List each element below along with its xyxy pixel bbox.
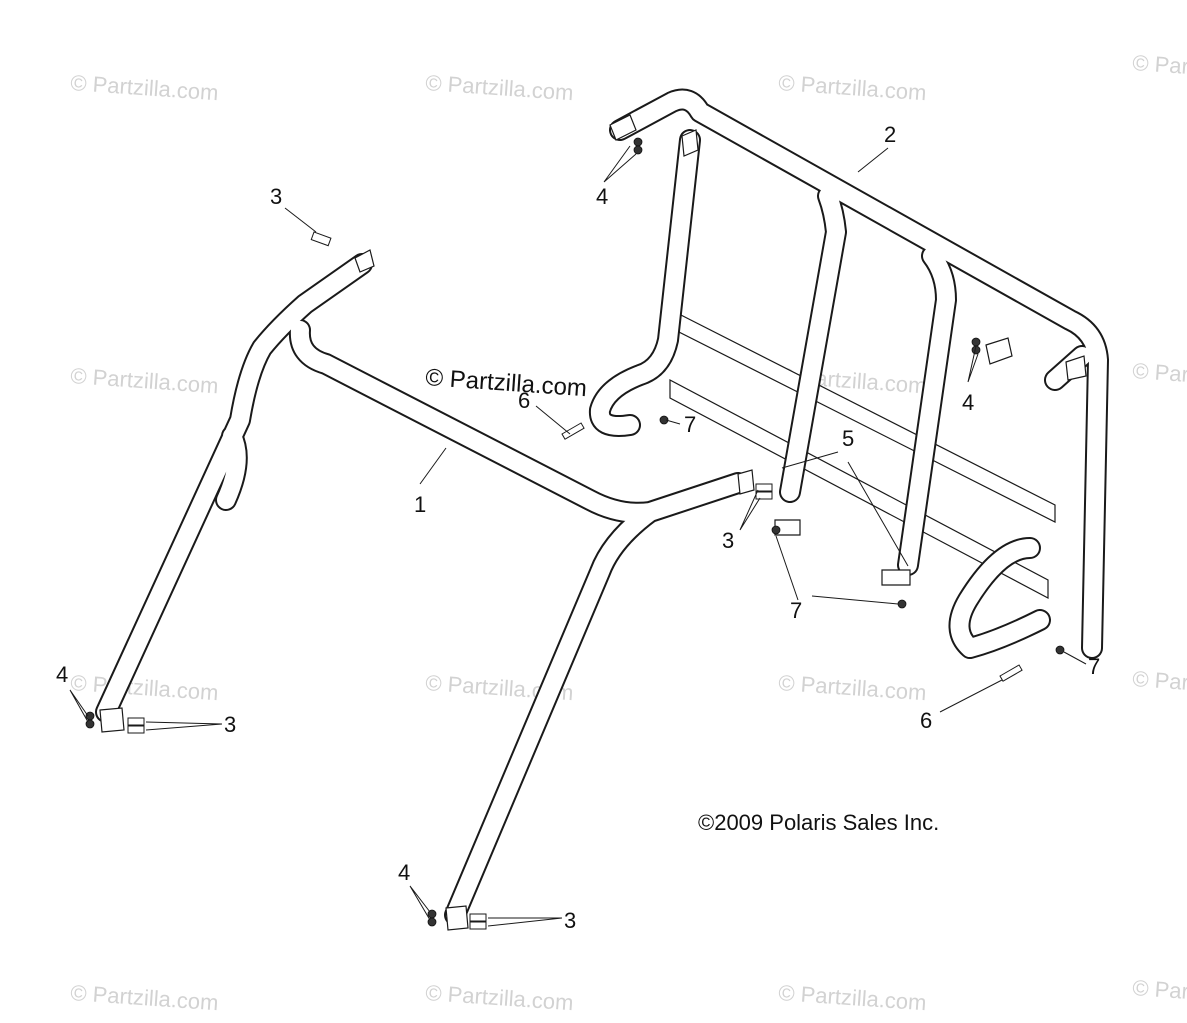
watermark: © Partzilla.com (425, 980, 575, 1015)
watermark: © Partzilla.com (70, 363, 220, 398)
bolt (755, 491, 773, 500)
callout-6: 6 (920, 708, 932, 733)
nut (85, 711, 95, 721)
watermark: © Partzilla.com (778, 70, 928, 105)
front-cage-feet (99, 249, 755, 931)
watermark: © Partzilla.com (70, 670, 220, 705)
callout-4: 4 (56, 662, 68, 687)
callout-3: 3 (270, 184, 282, 209)
bolt (310, 231, 332, 247)
leader-lines (69, 145, 1087, 927)
bolt (127, 717, 145, 726)
callout-3: 3 (564, 908, 576, 933)
callouts: 1 2 3 3 3 3 4 4 4 4 5 6 6 7 7 7 (56, 122, 1100, 933)
callout-2: 2 (884, 122, 896, 147)
nut (659, 415, 669, 425)
watermark: © Partzilla.com (70, 980, 220, 1015)
callout-7: 7 (790, 598, 802, 623)
callout-1: 1 (414, 492, 426, 517)
bolt (755, 483, 773, 492)
watermark: © Partzilla.com (778, 670, 928, 705)
nut (771, 525, 781, 535)
rear-cage-tubing (588, 88, 1109, 659)
callout-7: 7 (1088, 654, 1100, 679)
bolt-long (999, 664, 1023, 682)
bolt (127, 725, 145, 734)
front-cage-tubing (95, 253, 749, 926)
callout-6: 6 (518, 388, 530, 413)
rear-cage-assembly (588, 88, 1109, 659)
callout-7: 7 (684, 412, 696, 437)
callout-4: 4 (962, 390, 974, 415)
callout-4: 4 (596, 184, 608, 209)
callout-3: 3 (722, 528, 734, 553)
watermark: © Partzilla.com (1132, 975, 1187, 1010)
nut (633, 137, 643, 147)
watermark: © Partzilla.com (1132, 666, 1187, 701)
nut (1055, 645, 1065, 655)
watermark: © Partzilla.com (778, 980, 928, 1015)
bolt (469, 913, 487, 922)
callout-5: 5 (842, 426, 854, 451)
watermark: © Partzilla.com (70, 70, 220, 105)
bolt-long (561, 422, 585, 440)
callout-4: 4 (398, 860, 410, 885)
nut (633, 145, 643, 155)
front-cage-assembly (95, 249, 755, 931)
bolt (469, 921, 487, 930)
nut (971, 337, 981, 347)
center-watermark: © Partzilla.com (425, 364, 588, 402)
callout-3: 3 (224, 712, 236, 737)
watermark: © Partzilla.com (1132, 50, 1187, 85)
watermark: © Partzilla.com (1132, 358, 1187, 393)
copyright-notice: ©2009 Polaris Sales Inc. (698, 810, 939, 835)
watermark: © Partzilla.com (425, 70, 575, 105)
nut (897, 599, 907, 609)
